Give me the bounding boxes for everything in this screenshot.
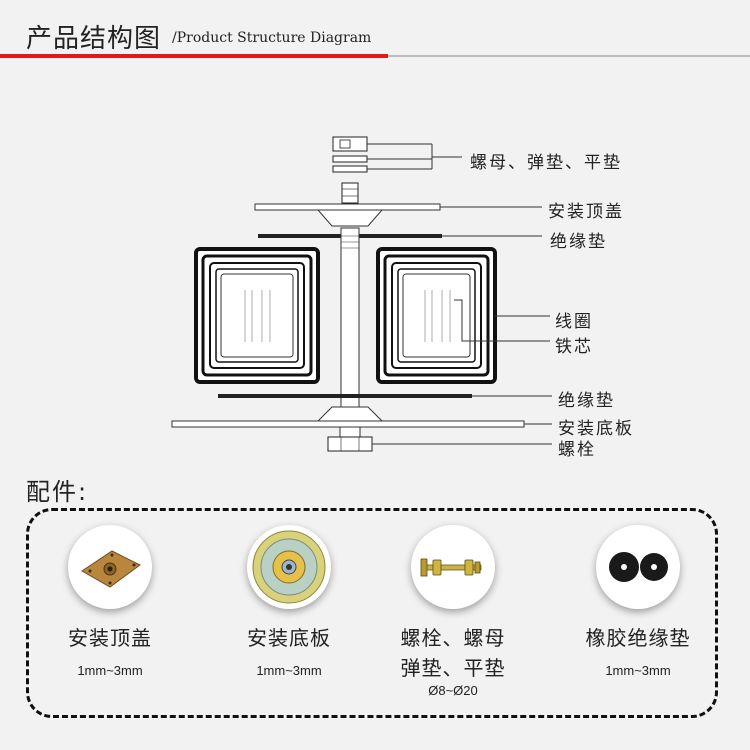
page-title: 产品结构图 [26, 24, 162, 54]
top-cover-plate [254, 203, 441, 211]
accessory-spec: 1mm~3mm [605, 663, 671, 678]
structure-diagram [171, 136, 552, 452]
insulation-pad-bottom [218, 394, 472, 398]
accessory-name: 安装顶盖 [68, 626, 152, 650]
label-bolt: 螺栓 [558, 440, 596, 460]
top-cover-plate-icon [68, 525, 152, 609]
leader-lines [367, 143, 552, 445]
label-core: 铁芯 [555, 337, 593, 357]
label-insulation-top: 绝缘垫 [550, 232, 607, 252]
header-divider [388, 55, 750, 57]
label-nut-washers: 螺母、弹垫、平垫 [470, 153, 622, 173]
accessories-box [26, 508, 718, 718]
coil-left [194, 247, 320, 384]
accessory-top-cover: 安装顶盖 1mm~3mm [20, 525, 200, 678]
bolt-head [327, 436, 373, 452]
accessory-name: 橡胶绝缘垫 [585, 626, 691, 650]
label-top-cover: 安装顶盖 [548, 202, 624, 222]
coil-right [376, 247, 497, 384]
bolt-nut-icon [411, 525, 495, 609]
rubber-washer-icon [596, 525, 680, 609]
label-base-plate: 安装底板 [558, 419, 634, 439]
page-subtitle: /Product Structure Diagram [172, 30, 372, 46]
label-coil: 线圈 [555, 312, 593, 332]
accessory-name-line2: 弹垫、平垫 [400, 656, 506, 680]
bolt-top-end [341, 182, 359, 204]
accessory-spec: 1mm~3mm [256, 663, 322, 678]
accessory-base-plate: 安装底板 1mm~3mm [199, 525, 379, 678]
bolt-shaft [340, 227, 360, 411]
label-insulation-bottom: 绝缘垫 [558, 391, 615, 411]
nut-washers-part [332, 136, 368, 173]
base-plate [171, 420, 525, 428]
accessory-bolt-nut: 螺栓、螺母 弹垫、平垫 Ø8~Ø20 [363, 525, 543, 698]
accessory-spec: Ø8~Ø20 [428, 683, 478, 698]
accessory-rubber-washer: 橡胶绝缘垫 1mm~3mm [548, 525, 728, 678]
accessory-name: 螺栓、螺母 [400, 626, 506, 650]
base-plate-disc-icon [247, 525, 331, 609]
accessory-spec: 1mm~3mm [77, 663, 143, 678]
accessory-name: 安装底板 [247, 626, 331, 650]
accessories-title: 配件: [26, 478, 89, 506]
header-accent-bar [0, 54, 388, 58]
